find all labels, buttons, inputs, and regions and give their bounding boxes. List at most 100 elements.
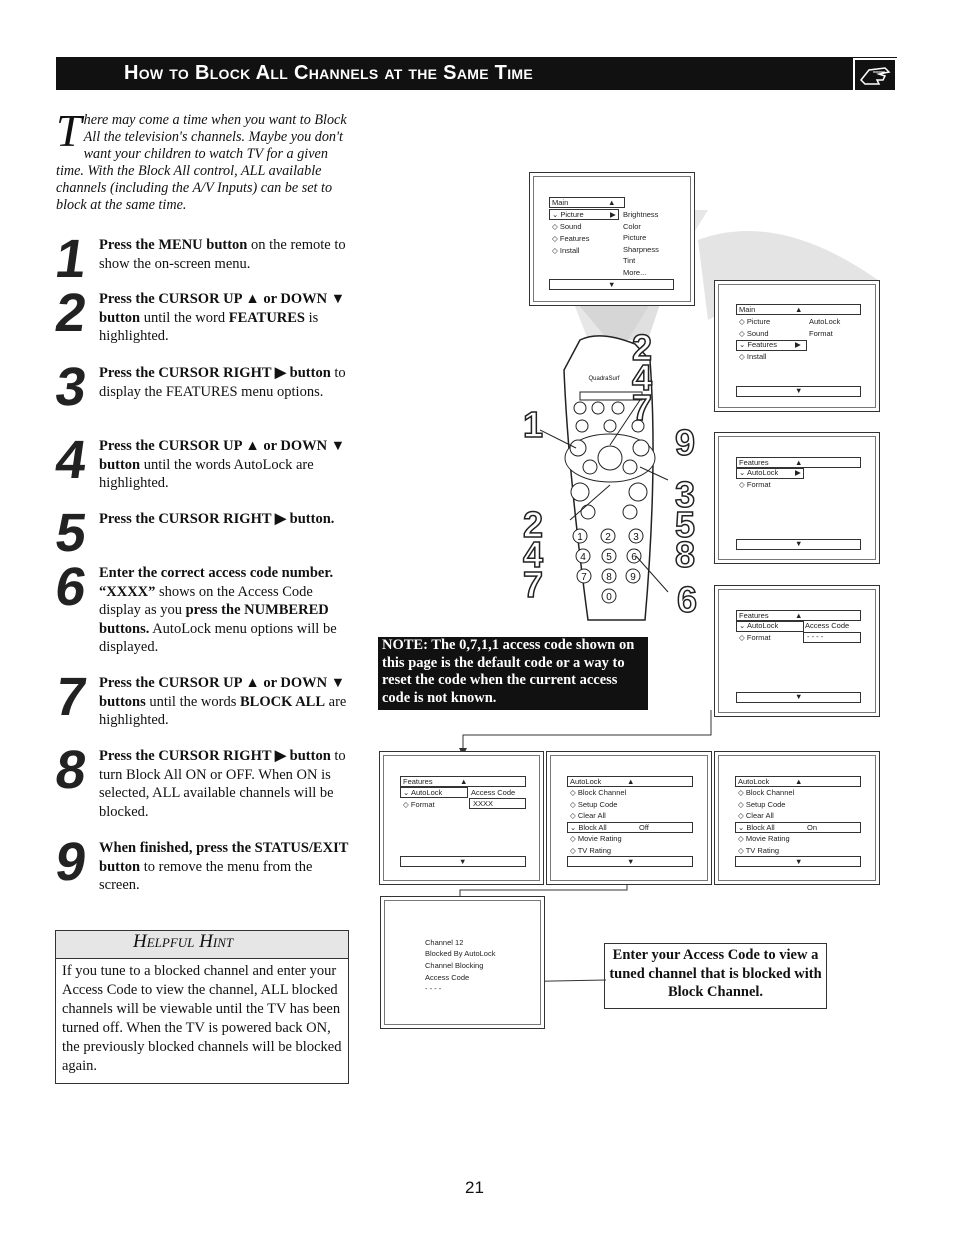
brand-label: QuadraSurf (588, 376, 619, 382)
note-box: NOTE: The 0,7,1,1 access code shown on t… (378, 637, 648, 710)
menu-item: ◇ Format (403, 800, 435, 809)
right-arrow-icon: ▶ (795, 468, 801, 477)
down-arrow-icon: ▼ (795, 692, 803, 701)
menu-item-selected: ⌄ AutoLock (403, 788, 443, 797)
step-text: When finished, press the STATUS/EXIT but… (99, 840, 349, 893)
hand-icon (853, 58, 897, 92)
drop-cap: T (56, 105, 82, 156)
key-4: 4 (580, 552, 586, 563)
down-arrow-icon: ▼ (627, 857, 635, 866)
menu-item: ◇ Setup Code (570, 800, 618, 809)
hint-header (56, 931, 348, 959)
step-number: 3 (51, 357, 89, 417)
menu-item-selected: ⌄ AutoLock (739, 468, 779, 477)
submenu-item: Color (623, 222, 641, 231)
step-text: Press the CURSOR RIGHT ▶ button. (99, 511, 335, 527)
down-arrow-icon: ▼ (795, 386, 803, 395)
menu-item: ◇ Block Channel (738, 788, 795, 797)
tv-screen-main: Main ▲ ⌄ Picture ▶ ◇ Sound ◇ Features ◇ … (529, 172, 695, 306)
key-8: 8 (606, 572, 612, 583)
menu-item: ◇ Clear All (570, 811, 606, 820)
menu-header: AutoLock (738, 777, 770, 786)
key-7: 7 (581, 572, 587, 583)
menu-header: Features (403, 777, 433, 786)
block-all-value: On (807, 823, 818, 832)
access-code-value: XXXX (473, 799, 494, 808)
step-text: Press the CURSOR UP ▲ or DOWN ▼ buttons … (99, 675, 347, 728)
step-number: 6 (51, 557, 89, 617)
up-arrow-icon: ▲ (795, 611, 803, 620)
access-code-value: - - - - (807, 632, 824, 641)
down-arrow-icon: ▼ (608, 280, 616, 289)
down-arrow-icon: ▼ (795, 857, 803, 866)
menu-item-selected: ⌄ AutoLock (739, 621, 779, 630)
blocked-line: Channel 12 (425, 938, 464, 947)
blocked-line: Channel Blocking (425, 961, 484, 970)
access-code-label: Access Code (471, 788, 516, 797)
menu-header: Features (739, 458, 769, 467)
intro-paragraph: T here may come a time when you want to … (56, 105, 348, 214)
submenu-item: Sharpness (623, 245, 659, 254)
up-arrow-icon: ▲ (627, 777, 635, 786)
menu-item: ◇ Sound (552, 222, 582, 231)
up-arrow-icon: ▲ (795, 777, 803, 786)
blocked-line: - - - - (425, 984, 442, 993)
page-title: How to Block All Channels at the Same Ti… (124, 62, 533, 84)
step-marker-6: 6 (676, 579, 698, 620)
step-text: Press the CURSOR RIGHT ▶ button to turn … (99, 748, 346, 820)
step-text: Press the CURSOR UP ▲ or DOWN ▼ button u… (99, 438, 346, 491)
key-1: 1 (577, 532, 583, 543)
menu-item-selected: ⌄ Block All (570, 823, 607, 832)
header-bar (56, 57, 897, 90)
key-5: 5 (606, 552, 612, 563)
step-number: 5 (51, 503, 89, 563)
key-3: 3 (633, 532, 639, 543)
callout-text: Enter your Access Code to view a tuned c… (609, 947, 822, 1000)
key-0: 0 (606, 592, 612, 603)
submenu-item: Format (809, 329, 833, 338)
up-arrow-icon: ▲ (608, 198, 616, 207)
block-all-value: Off (639, 823, 649, 832)
menu-item: ◇ Setup Code (738, 800, 786, 809)
page-number: 21 (465, 1178, 484, 1197)
step-text: Press the MENU button on the remote to s… (99, 237, 346, 272)
key-6: 6 (631, 552, 637, 563)
up-arrow-icon: ▲ (460, 777, 468, 786)
menu-header: Main (552, 198, 569, 207)
menu-item: ◇ Features (552, 234, 590, 243)
menu-item-selected: ⌄ Features (739, 340, 777, 349)
menu-item: ◇ Picture (739, 317, 771, 326)
access-code-label: Access Code (805, 621, 850, 630)
step-text: Enter the correct access code number. “X… (99, 565, 337, 655)
menu-item: ◇ Movie Rating (738, 834, 790, 843)
step-number: 9 (51, 832, 89, 892)
right-arrow-icon: ▶ (610, 210, 616, 219)
submenu-item: AutoLock (809, 317, 841, 326)
up-arrow-icon: ▲ (795, 305, 803, 314)
step-marker-1: 1 (522, 404, 544, 445)
tv-screen-main-features: Main ▲ ◇ Picture ◇ Sound ⌄ Features ▶ ◇ … (714, 280, 880, 412)
step-number: 2 (51, 283, 89, 343)
submenu-item: Brightness (623, 210, 659, 219)
tv-screen-access-code-xxxx: Features ▲ ⌄ AutoLock ◇ Format Access Co… (379, 751, 544, 885)
menu-item: ⌄ Picture (552, 210, 584, 219)
menu-item-selected: ⌄ Block All (738, 823, 775, 832)
hint-box (55, 930, 349, 1084)
menu-header: Features (739, 611, 769, 620)
submenu-item: Tint (623, 256, 636, 265)
down-arrow-icon: ▼ (459, 857, 467, 866)
menu-item: ◇ Sound (739, 329, 769, 338)
key-9: 9 (630, 572, 636, 583)
tv-screen-blocked-channel: Channel 12 Blocked By AutoLock Channel B… (380, 896, 545, 1029)
blocked-line: Access Code (425, 973, 470, 982)
callout-box: Enter your Access Code to view a tuned c… (604, 943, 827, 1009)
step-number: 4 (51, 430, 89, 490)
menu-item: ◇ TV Rating (738, 846, 780, 855)
menu-item: ◇ Format (739, 633, 771, 642)
menu-header: Main (739, 305, 756, 314)
remote-control: 1 2 3 4 5 6 7 8 9 0 QuadraSurf (540, 335, 669, 621)
menu-item: ◇ Install (739, 352, 767, 361)
tv-screen-access-code: Features ▲ ⌄ AutoLock ◇ Format Access Co… (714, 585, 880, 717)
step-number: 1 (51, 229, 89, 289)
